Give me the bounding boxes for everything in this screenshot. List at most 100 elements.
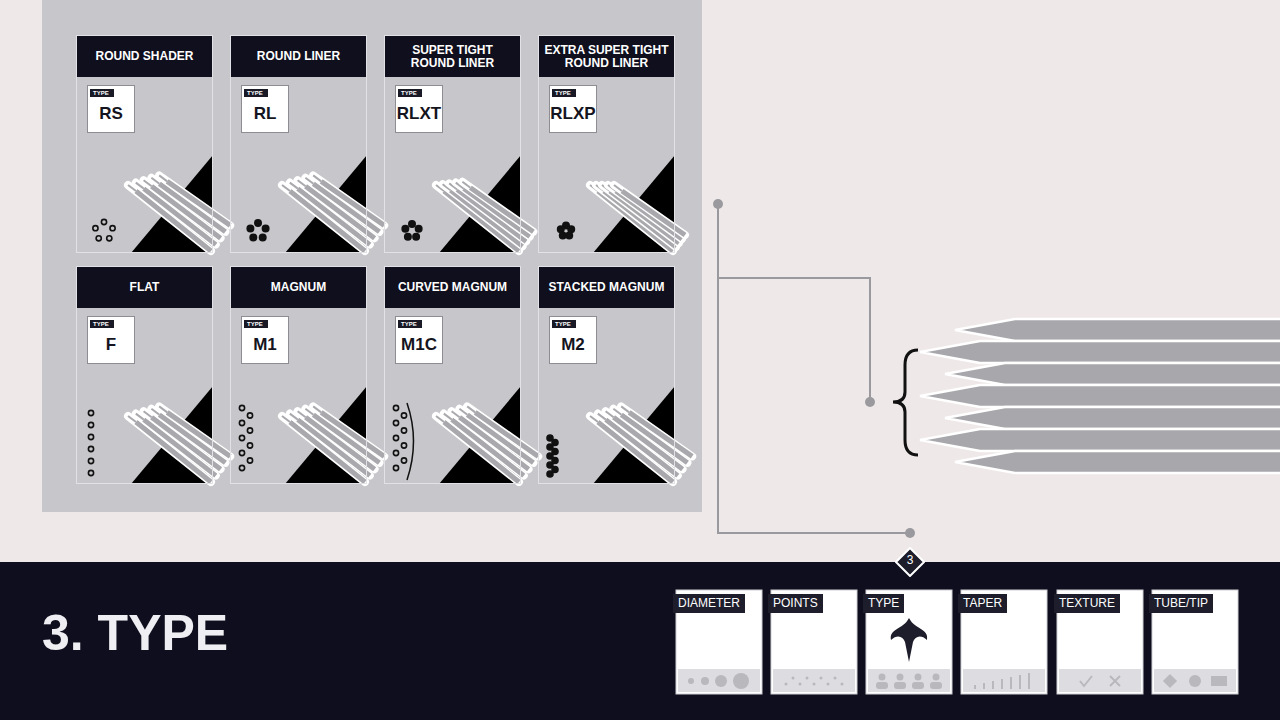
needle bbox=[945, 363, 1280, 385]
drawing-stroke bbox=[159, 184, 225, 232]
needle-dot bbox=[413, 233, 419, 239]
needle-card: EXTRA SUPER TIGHT ROUND LINERTYPERLXP bbox=[538, 35, 675, 253]
bottom-bar bbox=[0, 562, 1280, 720]
callout-diamond: 3 bbox=[895, 547, 925, 577]
needle-card: MAGNUMTYPEM1 bbox=[230, 266, 367, 484]
callout-number: 3 bbox=[895, 554, 925, 566]
tab-boxes bbox=[676, 590, 1238, 694]
drawing-stroke bbox=[305, 409, 379, 463]
drawing-stroke bbox=[321, 181, 384, 225]
needle-dot bbox=[566, 232, 572, 238]
needle-dot bbox=[93, 226, 98, 231]
needle-cluster bbox=[920, 319, 1280, 473]
needle-card: FLATTYPEF bbox=[76, 266, 213, 484]
needle-dot bbox=[401, 413, 406, 418]
drawing-stroke bbox=[613, 409, 687, 463]
drawing-stroke bbox=[305, 178, 379, 232]
needle-card: STACKED MAGNUM TYPE M2 bbox=[538, 266, 675, 484]
drawing-stroke bbox=[159, 406, 167, 412]
needle-dot bbox=[409, 221, 415, 227]
needle-dot bbox=[247, 428, 252, 433]
type-tag: TYPE bbox=[244, 89, 268, 97]
step-tab: TYPE bbox=[866, 590, 952, 694]
type-code: RLXT bbox=[396, 105, 442, 122]
drawing-stroke bbox=[1028, 673, 1030, 689]
card-heading: STACKED MAGNUM bbox=[539, 267, 674, 308]
needle-card: ROUND SHADER TYPERS bbox=[76, 35, 213, 253]
needle-dot bbox=[393, 450, 398, 455]
step-tab: TAPER bbox=[961, 590, 1047, 694]
drawing-stroke bbox=[159, 175, 167, 181]
diamond-outline bbox=[896, 548, 924, 576]
drawing-stroke bbox=[167, 181, 230, 225]
step-tab: TEXTURE bbox=[1057, 590, 1143, 694]
drawing-stroke bbox=[313, 406, 384, 456]
drawing-stroke bbox=[701, 677, 709, 685]
drawing-stroke bbox=[159, 406, 230, 456]
drawing-stroke bbox=[834, 677, 837, 680]
drawing-stroke bbox=[462, 182, 470, 188]
type-box: TYPEM1C bbox=[395, 316, 443, 364]
needle-dot bbox=[88, 458, 93, 463]
type-tag: TYPE bbox=[552, 320, 576, 328]
drawing-stroke bbox=[983, 683, 985, 689]
drawing-stroke bbox=[792, 677, 795, 680]
tab-label: POINTS bbox=[768, 594, 823, 613]
drawing-stroke bbox=[464, 189, 530, 237]
needle-dot bbox=[247, 458, 252, 463]
drawing-stroke bbox=[894, 682, 906, 689]
type-tag: TYPE bbox=[398, 89, 422, 97]
drawing-stroke bbox=[806, 677, 809, 680]
drawing-stroke bbox=[621, 406, 692, 456]
page-title: 3. TYPE bbox=[42, 608, 228, 658]
card-panel bbox=[42, 0, 702, 512]
needle-dot bbox=[101, 219, 106, 224]
card-heading: SUPER TIGHT ROUND LINER bbox=[385, 36, 520, 77]
type-tag: TYPE bbox=[90, 89, 114, 97]
drawing-stroke bbox=[912, 682, 924, 689]
drawing-stroke bbox=[321, 412, 384, 456]
drawing-stroke bbox=[167, 412, 230, 456]
drawing-stroke bbox=[974, 685, 976, 689]
type-box: TYPERL bbox=[241, 85, 289, 133]
needle-dot bbox=[415, 226, 421, 232]
needle bbox=[920, 429, 1280, 451]
drawing-stroke bbox=[1211, 676, 1227, 686]
needle-dot bbox=[247, 225, 253, 231]
tab-strip bbox=[963, 669, 1045, 692]
needle-dot bbox=[402, 226, 408, 232]
drawing-stroke bbox=[456, 183, 530, 237]
drawing-stroke bbox=[915, 674, 922, 681]
needle-dot bbox=[250, 234, 256, 240]
card-heading: ROUND SHADER bbox=[77, 36, 212, 77]
needle-dot bbox=[260, 234, 266, 240]
type-code: M2 bbox=[550, 336, 596, 353]
needle bbox=[955, 319, 1280, 341]
type-tag: TYPE bbox=[90, 320, 114, 328]
needle-dot bbox=[239, 435, 244, 440]
leader-line bbox=[718, 204, 910, 533]
needle-dot bbox=[239, 450, 244, 455]
step-tab: TUBE/TIP bbox=[1152, 590, 1238, 694]
needle-dot bbox=[88, 446, 93, 451]
needle-dot bbox=[239, 405, 244, 410]
type-box: TYPE M2 bbox=[549, 316, 597, 364]
drawing-stroke bbox=[475, 412, 538, 456]
drawing-stroke bbox=[688, 678, 694, 684]
drawing-stroke bbox=[1080, 676, 1092, 686]
drawing-stroke bbox=[467, 406, 475, 412]
needle-dot bbox=[547, 471, 553, 477]
needle-dot bbox=[401, 458, 406, 463]
type-box: TYPERS bbox=[87, 85, 135, 133]
leader-line bbox=[718, 278, 870, 402]
drawing-stroke bbox=[897, 674, 904, 681]
tab-strip bbox=[868, 669, 950, 692]
needle-dot bbox=[558, 226, 564, 232]
tab-label: TEXTURE bbox=[1054, 594, 1120, 613]
drawing-stroke bbox=[1001, 679, 1003, 689]
type-box: TYPEM1 bbox=[241, 316, 289, 364]
tab-strip bbox=[678, 669, 760, 692]
step-tab: DIAMETER bbox=[676, 590, 762, 694]
drawing-stroke bbox=[621, 415, 687, 463]
drawing-stroke bbox=[313, 184, 379, 232]
